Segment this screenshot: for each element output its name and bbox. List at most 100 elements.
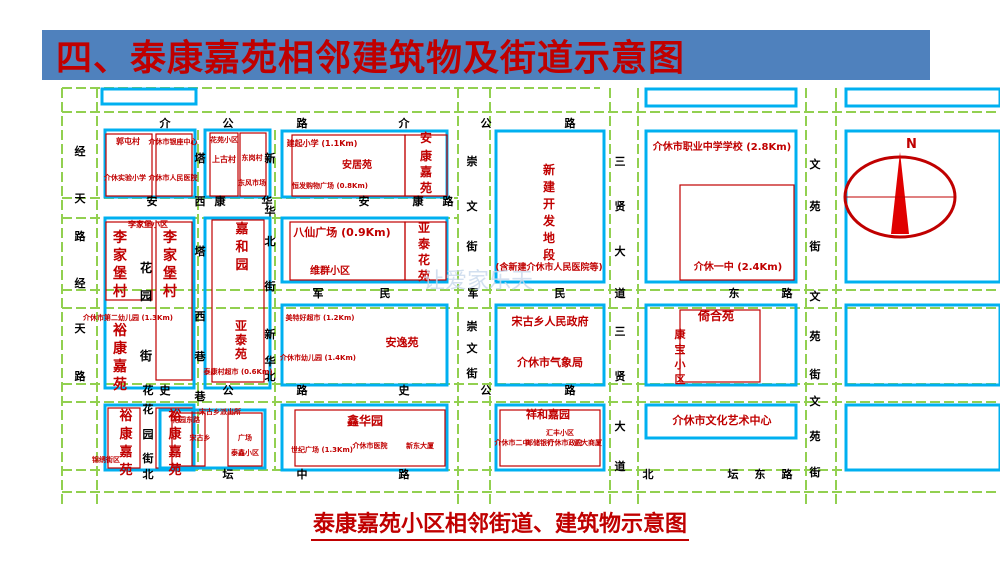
street-label: 苑 [809,199,821,213]
building-label: 邮储银行 [526,438,554,447]
street-label: 崇 [467,319,478,333]
block-outline [103,403,196,472]
building-label: 介休一中 (2.4Km) [693,260,783,273]
map-caption: 泰康嘉苑小区相邻街道、建筑物示意图 [0,506,1000,541]
building-label: 安 [420,130,432,145]
street-label: 苑 [809,329,821,343]
street-label: 巷 [194,389,207,403]
street-label: 坛 [223,467,234,481]
building-label: 亚 [418,221,430,235]
building-label: 发 [542,213,556,228]
building-label: 苑 [420,180,432,195]
block-outline [494,129,606,284]
street-label: 东 [755,467,766,481]
block-outline [644,403,798,440]
street-label: 介 [398,116,411,130]
building-label: 苑 [235,346,247,361]
building-label: 康 [168,426,182,442]
building-label: 堡 [163,265,177,282]
building-blocks [100,87,1000,472]
street-label: 西 [195,310,206,323]
building-label: 广场 [238,433,252,442]
building-outline [239,132,267,197]
block-outline [280,303,449,387]
compass: N [843,137,957,239]
street-label: 塔 [195,244,207,258]
street-label: 新 [265,327,276,341]
building-label: 嘉 [118,444,132,460]
street-label: 介 [159,116,172,130]
building-label: 介休市第二幼儿园 (1.3Km) [82,313,173,322]
building-label: 花 [418,252,430,267]
street-label: 民 [380,287,391,300]
building-outline [679,184,795,281]
street-label: 路 [565,116,577,130]
street-label: 巷 [194,349,207,363]
block-outline [844,303,1000,387]
street-label: 西 [195,195,206,208]
building-outline [155,133,193,197]
building-outline [209,132,239,197]
building-label: 段 [543,247,556,262]
street-label: 路 [782,467,794,481]
street-label: 坛 [728,467,739,481]
building-label: 介休市银座中心 [148,137,198,146]
building-label: 家 [113,247,128,264]
block-outline [103,216,196,390]
building-label: 泰 [417,236,431,251]
street-label: 花 [143,383,154,397]
building-label: 李 [112,229,128,246]
building-label: 介休市政府 [547,438,583,447]
building-label: 苑 [418,268,430,283]
building-label: 郭屯村 [116,136,140,146]
building-label: 村 [163,283,177,300]
street-label: 塔 [195,151,207,165]
street-label: 街 [809,239,821,253]
building-label: 花园东路 [172,415,201,424]
building-label: 鑫华园 [346,413,383,428]
building-label: 园 [235,258,248,273]
street-label: 三 [615,155,626,168]
block-outline [844,87,1000,108]
street-label: 文 [810,157,822,171]
building-label: 宋古乡人民政府 [511,314,589,328]
building-label: 介休市医院 [352,441,388,450]
building-label: 泰 [234,332,248,347]
building-label: 恒发购物广场 (0.8Km) [291,181,368,190]
street-label: 东 [729,286,740,300]
street-label: 经 [75,144,86,158]
building-label: 花苑小区 [210,135,238,144]
street-label: 经 [75,276,86,290]
street-label: 天 [75,322,87,335]
street-label: 苑 [809,429,821,443]
caption-text: 泰康嘉苑小区相邻街道、建筑物示意图 [310,511,689,541]
building-label: 世纪广场 (1.3Km) [291,445,353,454]
block-outline [644,303,798,387]
building-label: 宋古乡 [189,433,211,442]
block-outline [203,216,272,390]
street-label: 街 [809,465,821,479]
building-label: 苑 [167,462,181,478]
building-label: 安逸苑 [386,335,419,349]
street-label: 安 [359,194,370,208]
street-label: 文 [467,199,479,213]
street-label: 史 [160,383,172,397]
street-label: 花 [143,402,154,416]
street-label: 路 [75,229,87,243]
building-label: 介休市幼儿园 (1.4Km) [279,353,356,362]
street-label: 北 [265,234,276,248]
block-outline [280,403,449,472]
building-label: 新东大厦 [406,441,435,450]
building-label: 街 [139,348,152,363]
street-label: 公 [223,117,234,130]
street-label: 三 [615,325,626,338]
building-label: (含新建介休市人民医院等) [495,261,602,273]
building-label: 泰鑫小区 [230,448,259,457]
building-outline [155,221,193,381]
street-label: 路 [443,194,455,208]
street-label: 新 [265,151,276,165]
street-label: 中 [297,467,308,481]
building-label: 园 [140,289,152,303]
building-label: 泰康村超市 (0.6Km) [203,367,273,376]
street-label: 路 [782,286,794,300]
